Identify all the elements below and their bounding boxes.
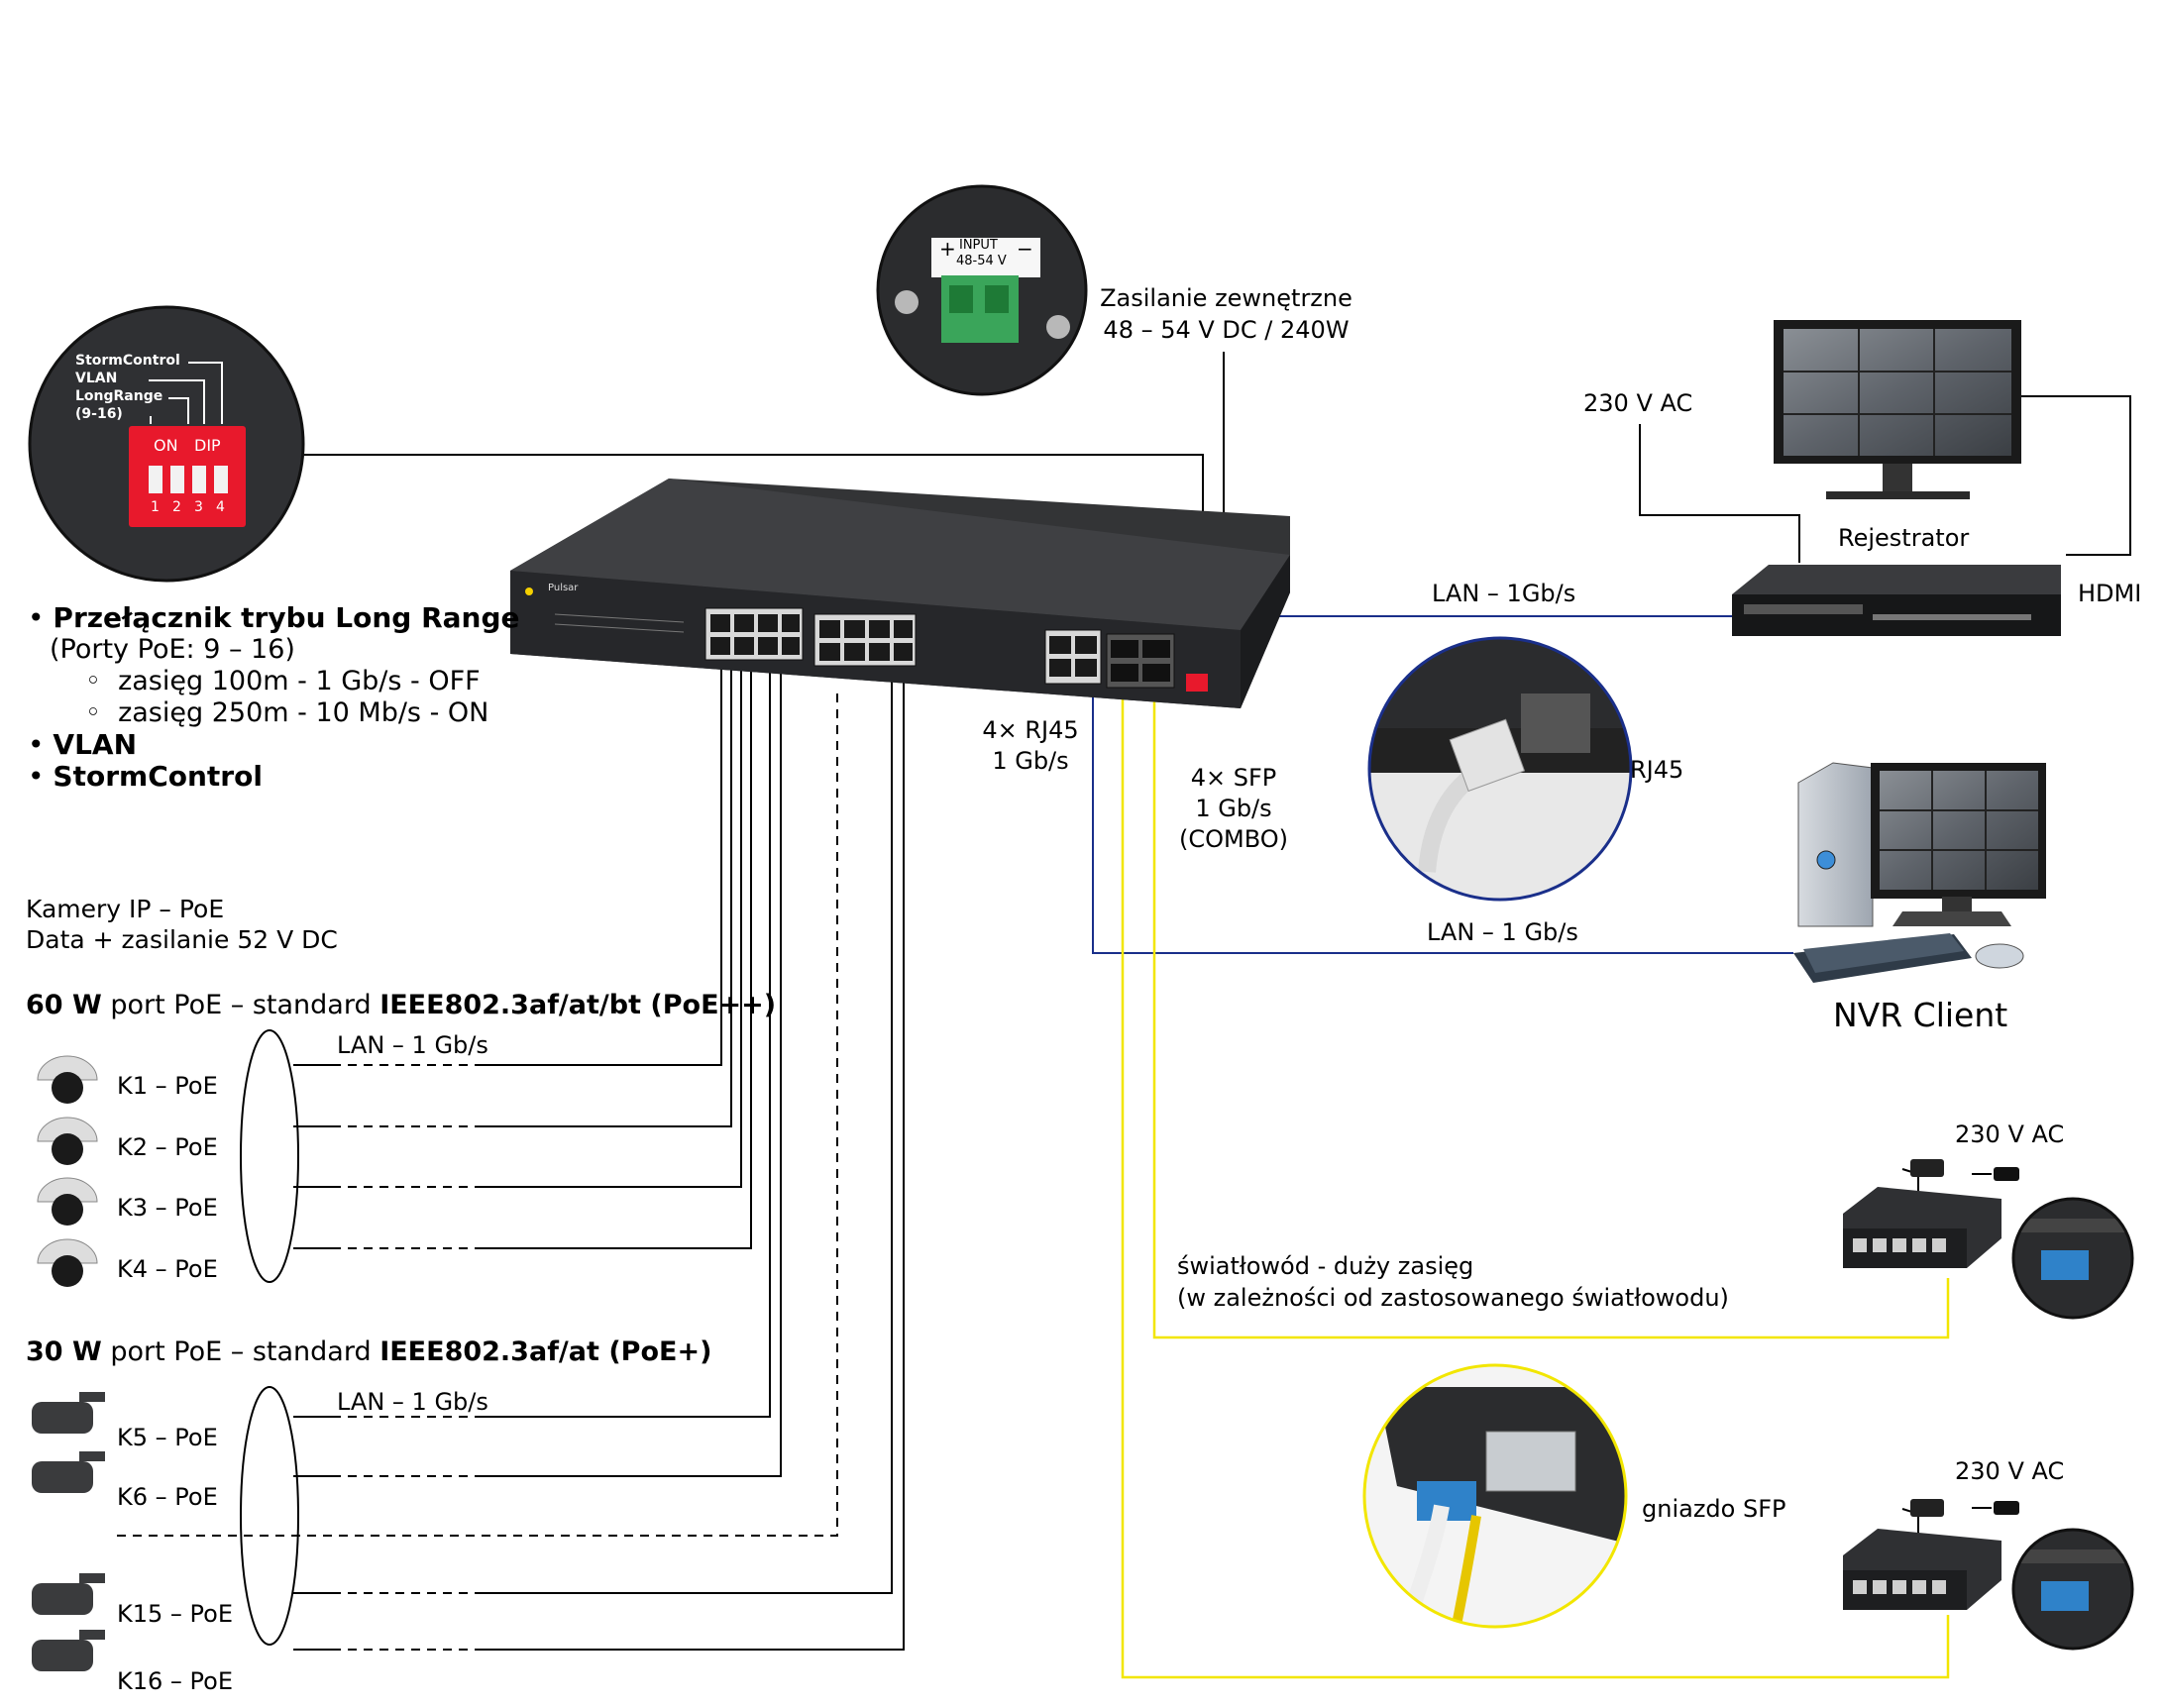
nvr-client-label: NVR Client (1833, 996, 2008, 1034)
cam-label-k6: K6 – PoE (117, 1483, 218, 1511)
power-spec: 48 – 54 V DC / 240W (1103, 316, 1350, 344)
small-sfp-inset-1 (2011, 1197, 2134, 1320)
dip-num-3: 3 (194, 499, 203, 515)
terminal-plus: + (939, 237, 956, 261)
power-title: Zasilanie zewnętrzne (1100, 284, 1352, 312)
sfp-count: 4× SFP (1190, 764, 1277, 792)
dip-label-range: (9-16) (75, 406, 123, 422)
cam-label-k1: K1 – PoE (117, 1072, 218, 1100)
camera-cables-60w-dashed (332, 1064, 476, 1249)
feature-long-range: • Przełącznik trybu Long Range (28, 601, 520, 634)
recorder-wiring (1639, 395, 2131, 563)
small-sfp-inset-2 (2011, 1528, 2134, 1651)
small-switch-1-ac: 230 V AC (1955, 1121, 2065, 1148)
camera-cables-60w (293, 659, 752, 1249)
fiber-line1: światłowód - duży zasięg (1177, 1252, 1474, 1280)
cam-label-k2: K2 – PoE (117, 1133, 218, 1161)
heading-60w: 60 W port PoE – standard IEEE802.3af/at/… (26, 990, 777, 1020)
power-caption: Zasilanie zewnętrzne 48 – 54 V DC / 240W (1095, 282, 1357, 346)
heading-30w: 30 W port PoE – standard IEEE802.3af/at … (26, 1336, 712, 1367)
rj45-count: 4× RJ45 (982, 716, 1079, 744)
dip-num-1: 1 (151, 499, 160, 515)
cam-label-k4: K4 – PoE (117, 1255, 218, 1283)
terminal-input-label: INPUT (959, 238, 998, 253)
dip-num-2: 2 (172, 499, 181, 515)
small-switch-1 (1843, 1159, 2001, 1268)
lan-label-60w: LAN – 1 Gb/s (337, 1031, 488, 1059)
dip-num-4: 4 (216, 499, 225, 515)
dip-dip-label: DIP (194, 436, 221, 455)
small-switch-2-ac: 230 V AC (1955, 1457, 2065, 1485)
sfp-combo: (COMBO) (1178, 825, 1288, 853)
power-terminal-inset (876, 184, 1088, 396)
feature-storm: • StormControl (28, 760, 263, 793)
range-options: ◦ zasięg 100m - 1 Gb/s - OFF ◦ zasięg 25… (28, 666, 520, 729)
camera-cables-30w (293, 659, 905, 1651)
dome-cameras (37, 1055, 98, 1287)
sfp-slot-label: gniazdo SFP (1642, 1495, 1786, 1523)
hdmi-label: HDMI (2078, 580, 2142, 607)
sfp-speed: 1 Gb/s (1195, 795, 1272, 822)
client-lan-label: LAN – 1 Gb/s (1427, 918, 1578, 946)
feature-vlan: • VLAN (28, 728, 138, 761)
cam-label-k5: K5 – PoE (117, 1424, 218, 1451)
dip-switch-inset (28, 305, 305, 583)
feature-ranges: ◦ zasięg 100m - 1 Gb/s - OFF ◦ zasięg 25… (28, 666, 520, 729)
terminal-minus: − (1017, 237, 1033, 261)
fiber-line2: (w zależności od zastosowanego światłowo… (1177, 1284, 1729, 1312)
nvr-client-pc (1793, 762, 2046, 983)
fiber-lines (1121, 694, 1950, 1679)
feature-list: • Przełącznik trybu Long Range (Porty Po… (28, 602, 520, 793)
main-switch (510, 479, 1290, 708)
camera-cables-30w-dashed (117, 694, 838, 1651)
range-off: ◦ zasięg 100m - 1 Gb/s - OFF (85, 666, 481, 696)
rj45-inset-label: RJ45 (1630, 756, 1684, 784)
terminal-input-range: 48-54 V (956, 254, 1007, 268)
cam-label-k16: K16 – PoE (117, 1667, 233, 1695)
cameras-intro: Kamery IP – PoE Data + zasilanie 52 V DC (26, 894, 338, 955)
switch-brand: Pulsar (548, 583, 579, 593)
recorder-lan-label: LAN – 1Gb/s (1432, 580, 1576, 607)
dip-on-label: ON (154, 436, 178, 455)
small-switch-2 (1843, 1499, 2001, 1610)
bundle-ellipse-60w (240, 1029, 299, 1283)
sfp-port-caption: 4× SFP 1 Gb/s (COMBO) (1169, 763, 1298, 855)
bullet-cameras (32, 1392, 105, 1671)
recorder-label: Rejestrator (1838, 524, 1970, 552)
cam-label-k3: K3 – PoE (117, 1194, 218, 1222)
rj45-inset (1367, 636, 1633, 902)
sfp-inset (1362, 1363, 1628, 1629)
rj45-speed: 1 Gb/s (992, 747, 1069, 775)
power-plug-icons (1994, 1167, 2019, 1515)
dip-label-vlan: VLAN (75, 371, 118, 386)
range-on: ◦ zasięg 250m - 10 Mb/s - ON (85, 697, 489, 728)
cameras-intro-line1: Kamery IP – PoE (26, 895, 225, 923)
recorder-monitor (1774, 320, 2021, 499)
lan-label-30w: LAN – 1 Gb/s (337, 1388, 488, 1416)
cam-label-k15: K15 – PoE (117, 1600, 233, 1628)
cameras-intro-line2: Data + zasilanie 52 V DC (26, 925, 338, 954)
rj45-port-caption: 4× RJ45 1 Gb/s (971, 715, 1090, 777)
dip-label-longrange: LongRange (75, 388, 163, 404)
nvr-recorder (1732, 565, 2061, 636)
feature-long-range-ports: (Porty PoE: 9 – 16) (50, 634, 295, 665)
fiber-caption: światłowód - duży zasięg (w zależności o… (1177, 1250, 1729, 1314)
recorder-ac-label: 230 V AC (1583, 389, 1693, 417)
dip-label-storm: StormControl (75, 353, 180, 369)
bundle-ellipse-30w (240, 1386, 299, 1646)
